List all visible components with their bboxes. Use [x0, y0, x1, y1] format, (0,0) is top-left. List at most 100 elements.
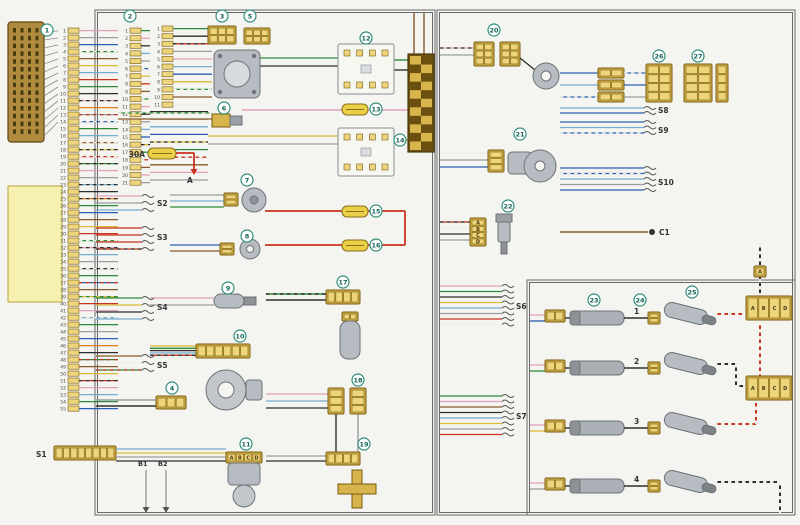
- injector-3-cap: [569, 420, 581, 436]
- ecu-pin: [13, 129, 16, 134]
- connector-cell: [758, 377, 769, 399]
- connector-cell: [546, 479, 555, 489]
- connector-cell: [747, 377, 758, 399]
- callout-13: [369, 102, 383, 116]
- pin-cell: [67, 111, 80, 118]
- idle-air-valve: [227, 462, 261, 486]
- wire-cut-mark: [643, 125, 657, 130]
- fan-wire: [43, 37, 59, 41]
- pin-number: 52: [60, 386, 66, 392]
- connector-cell: [510, 57, 519, 65]
- pin-number: 37: [60, 281, 66, 287]
- relay-pin: [381, 133, 389, 141]
- connector-cell: [698, 74, 711, 83]
- pin-number: 49: [60, 365, 66, 371]
- pin-number: 12: [60, 106, 66, 112]
- pin-number: 5: [157, 57, 160, 63]
- wire-cut-mark: [643, 120, 657, 124]
- connector-cell: [55, 447, 63, 459]
- wire-cut-mark: [141, 194, 155, 198]
- pin-cell: [67, 293, 80, 300]
- connector-cell: [611, 81, 623, 89]
- ecu-pin: [28, 106, 31, 111]
- pin-number: 26: [60, 204, 66, 210]
- connector-cell: [769, 297, 780, 319]
- pin-cell: [129, 27, 142, 34]
- wire-cut-mark: [501, 410, 515, 415]
- ecu-pin: [13, 121, 16, 127]
- pin-number: 50: [60, 372, 66, 378]
- connector-cell: [70, 447, 78, 459]
- connector-cell: [245, 29, 253, 36]
- cell-label: A: [751, 306, 755, 312]
- relay-pin: [343, 49, 351, 57]
- cell-label: C: [246, 456, 250, 462]
- wire-cut-mark: [501, 399, 515, 404]
- connector-cell: [769, 377, 780, 399]
- wire-cut-mark: [141, 368, 155, 372]
- pin-cell: [67, 55, 80, 62]
- connector-cell: [510, 43, 519, 51]
- pin-cell: [67, 279, 80, 286]
- pin-cell: [67, 160, 80, 167]
- connector-cell: [698, 65, 711, 74]
- pin-number: 8: [63, 78, 66, 84]
- cell-label: B: [476, 227, 480, 233]
- wire-cut-mark: [643, 111, 657, 115]
- ecu-pin: [13, 59, 16, 64]
- left-harness-panel: [97, 12, 433, 513]
- pin-cell: [67, 146, 80, 153]
- callout-number-1: 1: [45, 26, 50, 34]
- wire-cut-mark: [501, 306, 515, 310]
- connector-cell: [253, 36, 261, 43]
- connector-cell: [649, 313, 659, 318]
- pin-number: 31: [60, 239, 66, 245]
- ecu-pin: [35, 35, 39, 41]
- pin-cell: [67, 90, 80, 97]
- wire-cut-mark: [141, 240, 155, 244]
- pin-cell: [67, 167, 80, 174]
- cell-label: D: [783, 386, 787, 392]
- connector-cell: [223, 345, 232, 357]
- checker-cell: [421, 98, 432, 108]
- ecu-pin: [20, 35, 24, 41]
- callout-2: [123, 9, 137, 23]
- connector-cell: [647, 65, 659, 74]
- relay-core: [360, 147, 372, 157]
- pin-number: 7: [157, 72, 160, 78]
- callout-20: [487, 23, 501, 37]
- pin-cell: [67, 335, 80, 342]
- pin-number: 10: [60, 92, 66, 98]
- module-bolt: [251, 53, 257, 59]
- callout-14: [393, 133, 407, 147]
- connector-cell: [231, 345, 240, 357]
- cell-label: A: [476, 221, 480, 227]
- fuel-fitting-bar: [337, 483, 377, 495]
- ecu-pin: [20, 51, 24, 56]
- connector-cell: [685, 74, 698, 83]
- injection-subpanel: [526, 279, 796, 516]
- relay-pin: [381, 163, 389, 171]
- pin-cell: [67, 48, 80, 55]
- connector-cell: [659, 65, 671, 74]
- callout-12: [359, 31, 373, 45]
- fan-wire: [43, 114, 59, 129]
- connector-cell: [261, 29, 269, 36]
- pin-number: 9: [63, 85, 66, 91]
- pin-cell: [67, 139, 80, 146]
- pin-cell: [67, 258, 80, 265]
- relay-pin: [356, 81, 363, 89]
- connector-cell: [546, 361, 555, 371]
- connector-cell: [175, 397, 185, 408]
- connector-cell: [659, 74, 671, 83]
- callout-8: [240, 229, 254, 243]
- wire-cut-mark: [501, 300, 515, 305]
- relay-pin: [369, 163, 376, 171]
- relay-pin: [343, 133, 351, 141]
- connector-cell: [717, 74, 727, 83]
- checker-cell: [410, 90, 421, 99]
- callout-number-14: 14: [395, 136, 405, 144]
- connector-cell: [484, 57, 493, 65]
- connector-cell: [647, 74, 659, 83]
- pin-number: 28: [60, 218, 66, 224]
